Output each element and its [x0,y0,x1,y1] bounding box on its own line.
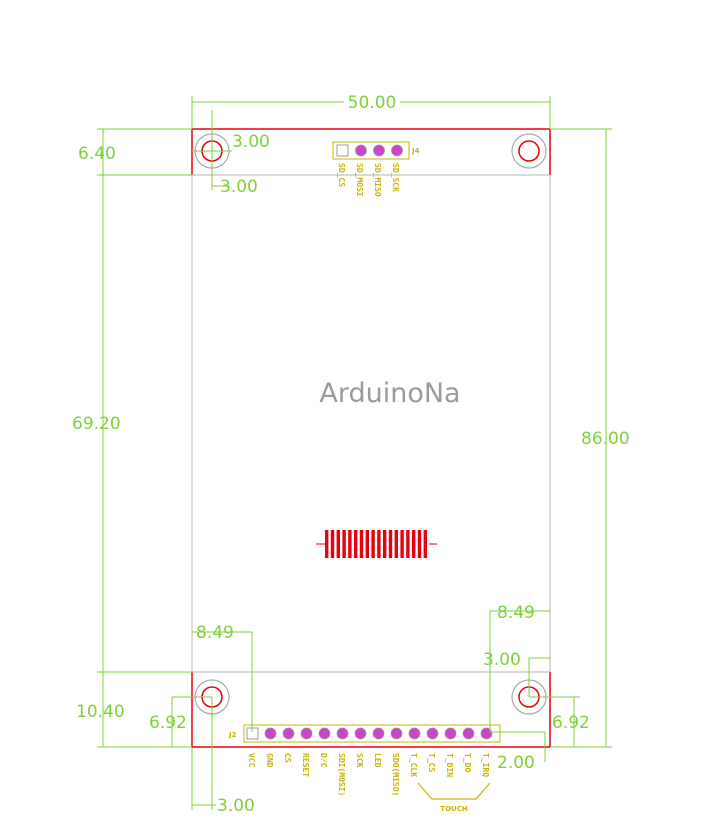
flex-finger [348,530,352,558]
j2-pad-3 [282,727,295,740]
j2-pad-8 [372,727,385,740]
j4-pad-2 [355,144,367,157]
flex-finger [359,530,364,558]
dim-total-height: 86.00 [581,429,630,449]
flex-finger [388,530,393,558]
mounting-hole-top-right [511,133,547,169]
flex-connector [316,530,437,558]
flex-finger [371,530,375,558]
j4-pad-3 [373,144,385,157]
j4-pin-label: SD_CS [337,163,346,187]
j2-pin-label: SCK [355,753,364,768]
flex-finger [383,530,387,558]
j2-pad-2 [264,727,277,740]
dim-right-hole-x: 3.00 [483,650,521,670]
dim-right-pin-offset: 8.49 [497,603,535,623]
flex-finger [342,530,346,558]
flex-finger [336,530,340,558]
j2-pin-label: T_CS [427,753,436,772]
dim-display-height: 69.20 [72,414,121,434]
j2-pin-label: D/C [319,753,328,768]
j2-pin-label: GND [265,753,274,768]
touch-bracket [417,782,491,800]
flex-finger [400,530,404,558]
dim-right-hole-y: 6.92 [552,713,590,733]
flex-finger [394,530,398,558]
j4-pin-label: SD_SCK [391,163,400,192]
dim-bottom-hole-x: 3.00 [217,796,255,816]
touch-group-label: TOUCH [440,805,468,813]
j2-pad-11 [426,727,439,740]
j2-pin-label: LED [373,753,382,768]
j4-pad-1 [336,144,349,157]
flex-finger [365,530,369,558]
j2-pin-label: T_CLK [409,753,418,777]
j2-pad-6 [336,727,349,740]
dim-left-pin-offset: 8.49 [196,623,234,643]
flex-finger [412,530,416,558]
flex-finger [423,530,427,558]
j2-pad-9 [390,727,403,740]
dim-header-edge: 2.00 [497,753,535,773]
j2-pin-label: RESET [301,753,310,777]
dim-top-hole-y: 3.00 [220,177,258,197]
watermark-text: ArduinoNa [319,378,460,409]
j4-pad-4 [391,144,403,157]
j2-pin-label: T_IRQ [481,753,490,777]
j2-ref-label: J2 [228,731,237,739]
j2-pin-label: T_DO [463,753,472,772]
flex-finger [354,530,358,558]
j2-pad-14 [480,727,493,740]
j4-pin-label: SD_MOSI [355,163,364,197]
j2-header: J2 VCC GND CS RESET D/C SDI(MOSI) SCK LE… [228,724,501,813]
j2-pad-10 [408,727,421,740]
dim-width: 50.00 [348,93,397,113]
dim-top-band: 6.40 [78,144,116,164]
j2-pad-12 [444,727,457,740]
dim-top-hole-x: 3.00 [232,132,270,152]
flex-finger [417,530,422,558]
j2-pin-label: VCC [247,753,256,768]
flex-finger [406,530,410,558]
flex-finger [377,530,381,558]
dimension-lines [97,96,612,810]
j4-pin-label: SD_MISO [373,163,382,197]
j2-pad-5 [318,727,331,740]
dim-left-hole-y: 6.92 [149,713,187,733]
j2-pin-label: SDO(MISO) [391,753,400,796]
flex-finger [325,530,329,558]
j2-pad-13 [462,727,475,740]
j2-pin-label: T_DIN [445,753,454,777]
j2-pin-label: CS [283,753,292,763]
dim-bottom-band: 10.40 [76,702,125,722]
j2-pad-4 [300,727,313,740]
flex-finger [330,530,335,558]
j4-ref-label: J4 [411,147,420,155]
j2-pad-7 [354,727,367,740]
j2-pin-label: SDI(MOSI) [337,753,346,796]
j4-header: J4 SD_CS SD_MOSI SD_MISO SD_SCK [332,141,420,197]
